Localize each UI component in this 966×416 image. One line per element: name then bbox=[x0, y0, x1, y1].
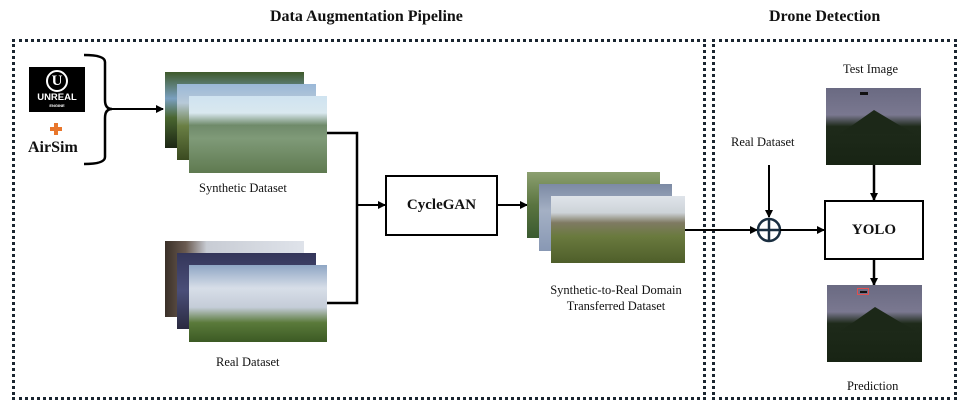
augmentation-panel bbox=[12, 39, 706, 400]
mountain-shape bbox=[840, 110, 914, 134]
detection-title: Drone Detection bbox=[769, 8, 881, 25]
drone-icon bbox=[860, 92, 868, 95]
test-image-label: Test Image bbox=[843, 62, 899, 76]
plus-icon bbox=[50, 123, 62, 135]
cyclegan-block: CycleGAN bbox=[385, 175, 498, 236]
unreal-monogram-icon: U bbox=[46, 70, 68, 92]
mountain-shape bbox=[841, 307, 915, 331]
source-bracket bbox=[83, 53, 113, 166]
yolo-block: YOLO bbox=[824, 200, 924, 260]
real-image-3 bbox=[189, 265, 327, 342]
detection-panel bbox=[712, 39, 957, 400]
test-image bbox=[826, 88, 921, 165]
synthetic-dataset-label: Synthetic Dataset bbox=[199, 181, 287, 195]
airsim-label: AirSim bbox=[28, 139, 78, 156]
augmentation-title: Data Augmentation Pipeline bbox=[270, 8, 463, 25]
sum-icon bbox=[756, 217, 782, 243]
synthetic-image-3 bbox=[189, 96, 327, 173]
unreal-engine-logo: U UNREAL ENGINE bbox=[29, 67, 85, 112]
engine-logo-text: ENGINE bbox=[49, 103, 65, 108]
transferred-dataset-label-line2: Transferred Dataset bbox=[566, 299, 666, 313]
real-dataset-label: Real Dataset bbox=[216, 355, 280, 369]
line-real-to-cyclegan bbox=[327, 205, 359, 305]
line-synthetic-to-cyclegan bbox=[327, 131, 359, 205]
bounding-box bbox=[857, 288, 869, 295]
transferred-dataset-label-line1: Synthetic-to-Real Domain bbox=[550, 283, 682, 297]
transferred-image-3 bbox=[551, 196, 685, 263]
real-dataset-input-label: Real Dataset bbox=[731, 135, 795, 149]
prediction-image bbox=[827, 285, 922, 362]
prediction-label: Prediction bbox=[847, 379, 899, 393]
drone-icon bbox=[860, 291, 867, 293]
unreal-logo-text: UNREAL bbox=[37, 92, 77, 103]
